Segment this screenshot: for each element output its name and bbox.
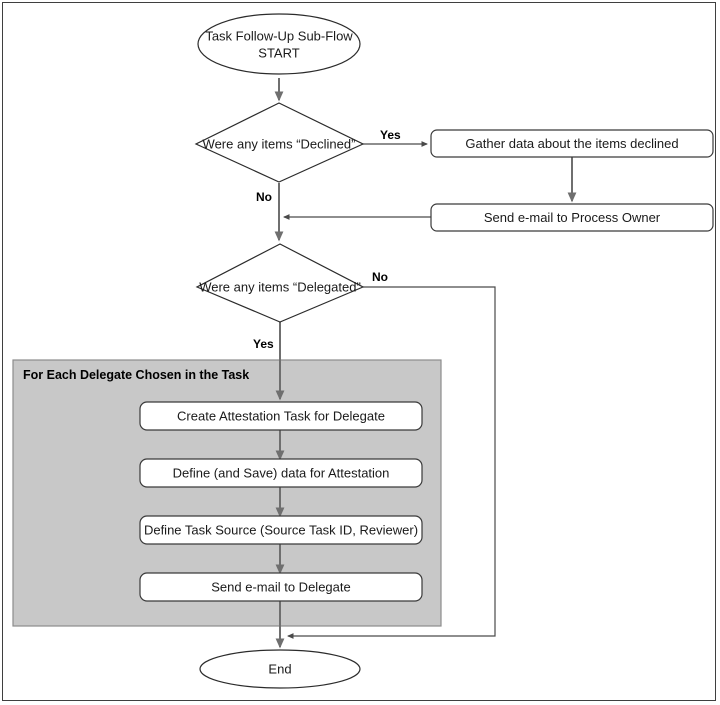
node-email-delegate[interactable]: [139, 572, 423, 602]
connector-delegated-no-to-end: [287, 286, 496, 639]
branch-label-delegated-no: No: [372, 270, 388, 284]
node-gather-data-label: Gather data about the items declined: [465, 136, 678, 151]
node-email-process-owner[interactable]: [430, 203, 714, 232]
node-start[interactable]: [197, 13, 361, 75]
branch-label-delegated-yes: Yes: [253, 337, 274, 351]
branch-label-declined-no: No: [256, 190, 272, 204]
node-start-label-line1: Task Follow-Up Sub-Flow: [205, 28, 353, 43]
node-define-task-source[interactable]: [139, 515, 423, 545]
for-each-delegate-group-title: For Each Delegate Chosen in the Task: [23, 368, 249, 382]
node-define-task-source-label: Define Task Source (Source Task ID, Revi…: [144, 522, 418, 537]
node-start-label-line2: START: [258, 45, 299, 60]
node-define-save-data-label: Define (and Save) data for Attestation: [173, 465, 390, 480]
node-decision-declined[interactable]: [194, 102, 365, 183]
node-end-label: End: [268, 661, 291, 676]
node-define-save-data[interactable]: [139, 458, 423, 488]
node-gather-data[interactable]: [430, 129, 714, 158]
node-decision-delegated[interactable]: [195, 243, 365, 323]
node-email-delegate-label: Send e-mail to Delegate: [211, 579, 350, 594]
node-decision-declined-label: Were any items “Declined”: [203, 136, 356, 151]
node-create-attestation[interactable]: [139, 401, 423, 431]
node-end[interactable]: [199, 649, 361, 689]
branch-label-declined-yes: Yes: [380, 128, 401, 142]
node-email-process-owner-label: Send e-mail to Process Owner: [484, 210, 661, 225]
node-decision-delegated-label: Were any items “Delegated”: [199, 279, 361, 294]
node-create-attestation-label: Create Attestation Task for Delegate: [177, 408, 385, 423]
